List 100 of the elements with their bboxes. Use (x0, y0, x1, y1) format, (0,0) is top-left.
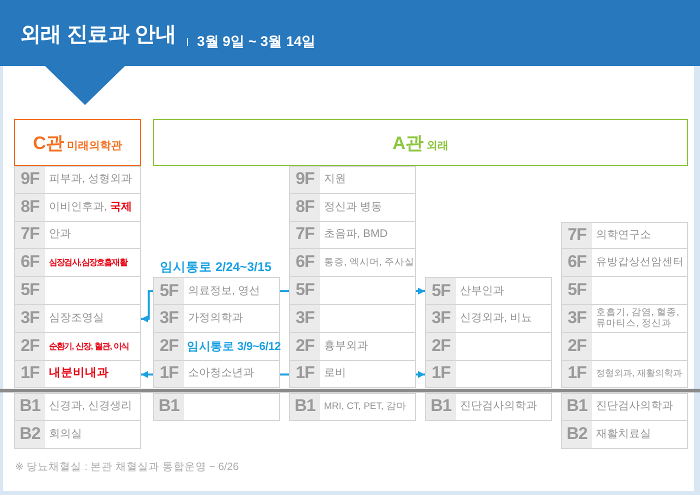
floor-row (153, 332, 280, 361)
department-label: 흉부외과 (324, 340, 368, 353)
floor-row (561, 249, 688, 278)
department-label: 내분비내과 (49, 367, 109, 380)
connector-line (280, 374, 289, 376)
department-label: 가정의학과 (188, 312, 243, 325)
department-label: 지원 (324, 173, 346, 186)
floor-label: 7F (20, 224, 40, 244)
floor-label: 9F (296, 169, 314, 188)
floor-row (289, 249, 416, 278)
floor-row (561, 393, 688, 421)
building-subtitle: 미래의학관 (67, 140, 122, 153)
department-label: 유방갑상선암센터 (596, 256, 684, 270)
floor-label: 9F (20, 169, 40, 188)
arrow (416, 288, 425, 295)
arrow (141, 290, 153, 322)
floor-row (14, 222, 141, 250)
floor-row (425, 360, 552, 388)
floor-row (289, 393, 416, 421)
floor-label: 2F (568, 336, 586, 355)
floor-row (14, 194, 141, 222)
floor-row (561, 420, 688, 449)
floor-label: 8F (20, 196, 40, 216)
department-label: MRI, CT, PET, 감마 (324, 400, 406, 414)
floor-row (289, 277, 416, 305)
floor-label: 2F (296, 336, 314, 355)
department-label: 정신과 병동 (324, 200, 382, 214)
floor-row (153, 277, 280, 305)
floor-label: 3F (160, 308, 178, 327)
passage-label: 임시통로 2/24~3/15 (160, 260, 272, 274)
floor-row (14, 393, 141, 421)
floor-row (289, 194, 416, 222)
floor-row (561, 305, 688, 333)
floor-label: 1F (296, 363, 314, 382)
floor-label: 3F (568, 308, 586, 327)
floor-label: 6F (296, 252, 314, 272)
floor-label: B1 (430, 396, 452, 416)
arrow (141, 371, 153, 378)
footnote: ※ 당뇨채혈실 : 본관 채혈실과 통합운영 ~ 6/26 (15, 461, 239, 474)
building-name: A관 (392, 133, 424, 153)
department-label: 심장조영실 (49, 312, 104, 325)
floor-row (153, 360, 280, 388)
floor-row (14, 420, 141, 449)
floor-label: 7F (568, 224, 586, 244)
floor-label: 3F (432, 308, 450, 327)
date-range: 3월 9일 ~ 3월 14일 (197, 32, 316, 50)
floor-row (289, 332, 416, 361)
building-name: C관 (33, 133, 64, 153)
department-label: 심장검사,심장호흡재활 (49, 256, 127, 270)
floor-row (153, 393, 280, 421)
department-label: 신경과, 신경생리 (49, 400, 132, 414)
floor-row (561, 332, 688, 361)
floor-label: 5F (20, 280, 40, 300)
floor-label: 5F (568, 280, 586, 300)
floor-row (289, 222, 416, 250)
connector-line (280, 290, 289, 292)
floor-row (425, 393, 552, 421)
floor-label: 3F (20, 308, 40, 327)
floor-row (425, 305, 552, 333)
department-label: 로비 (324, 367, 346, 380)
floor-row (561, 277, 688, 305)
department-label: 이비인후과, 국제 (49, 200, 132, 214)
floor-label: 1F (568, 363, 586, 382)
floor-row (14, 305, 141, 333)
department-label: 진단검사의학과 (460, 400, 537, 414)
floor-row (14, 332, 141, 361)
arrow (416, 371, 425, 378)
department-label: 안과 (49, 228, 71, 242)
department-label: 의료정보, 영선 (188, 284, 260, 298)
department-label: 소아청소년과 (188, 367, 254, 380)
department-label: 신경외과, 비뇨 (460, 312, 532, 325)
floor-label: B2 (566, 424, 588, 443)
floor-label: 8F (296, 196, 314, 216)
floor-label: 3F (296, 308, 314, 327)
floor-row (289, 305, 416, 333)
floor-label: B1 (566, 396, 588, 416)
department-label: 통증, 엑시머, 주사실 (324, 256, 415, 270)
department-label: 재활치료실 (596, 428, 651, 441)
floor-row (14, 166, 141, 194)
floor-row (14, 249, 141, 278)
floor-row (153, 305, 280, 333)
floor-label: B1 (158, 396, 180, 416)
floor-label: 5F (160, 280, 178, 300)
floor-label: 1F (160, 363, 178, 382)
floor-row (425, 332, 552, 361)
floor-label: 5F (432, 280, 450, 300)
department-label: 의학연구소 (596, 228, 651, 242)
floor-row (561, 222, 688, 250)
floor-label: B1 (294, 396, 316, 416)
floor-row (425, 277, 552, 305)
department-label: 정형외과, 재활의학과 (596, 367, 682, 380)
floor-label: 5F (296, 280, 314, 300)
floor-row (289, 166, 416, 194)
floor-label: B1 (20, 396, 40, 416)
floor-label: B2 (20, 424, 40, 443)
department-label: 회의실 (49, 428, 82, 441)
floor-label: 6F (568, 252, 586, 272)
floor-label: 7F (296, 224, 314, 244)
department-label: 순환기, 신장, 혈관, 이식 (49, 340, 129, 353)
floor-row (561, 360, 688, 388)
